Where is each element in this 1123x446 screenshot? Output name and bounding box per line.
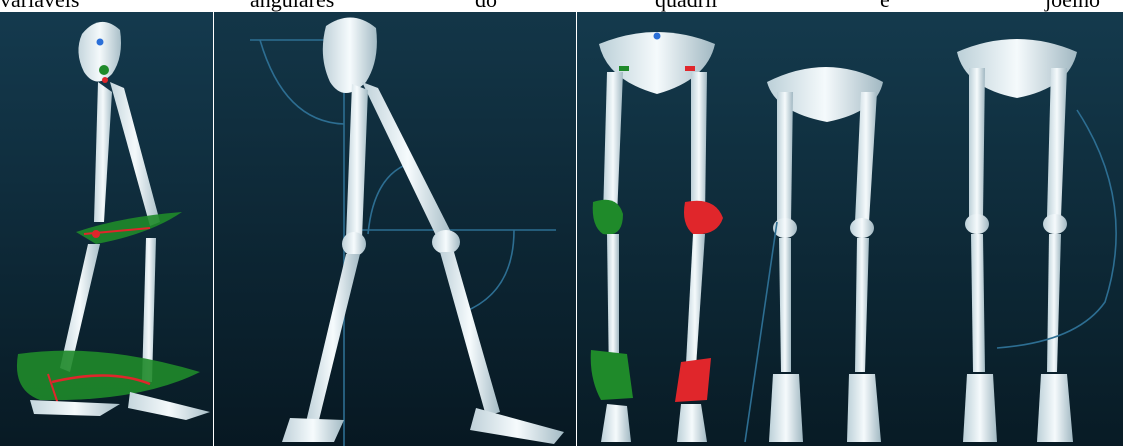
- caption-word-5: e: [880, 0, 890, 11]
- blue-marker: [97, 39, 104, 46]
- figure-panels: [0, 12, 1123, 446]
- skeleton-legs-side-icon: [0, 12, 213, 446]
- caption-word-6: joelho: [1045, 0, 1100, 11]
- skeleton-legs-front-icon: [577, 12, 1123, 446]
- figure-caption: variáveis angulares do quadril e joelho: [0, 0, 1123, 12]
- caption-word-3: do: [475, 0, 497, 11]
- caption-word-1: variáveis: [0, 0, 79, 11]
- caption-word-4: quadril: [655, 0, 717, 11]
- overlay-tracking-panel: [0, 12, 213, 446]
- frontal-joint-panel: [577, 12, 1123, 446]
- caption-word-2: angulares: [250, 0, 334, 11]
- angle-measurement-panel: [214, 12, 576, 446]
- skeleton-legs-angle-icon: [214, 12, 576, 446]
